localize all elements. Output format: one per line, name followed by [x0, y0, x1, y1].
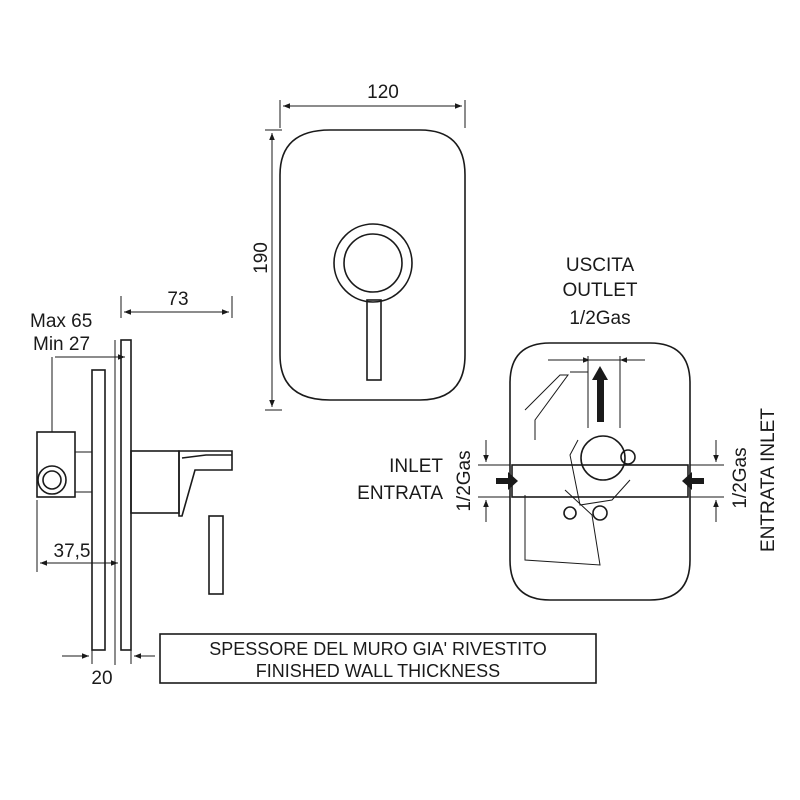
inlet-right-arrow-shaft: [690, 478, 704, 484]
handle-lever: [366, 299, 382, 381]
outlet-flow-arrow-shaft: [597, 378, 604, 422]
body-label: 37,5: [54, 541, 91, 562]
handle-ring-inner: [343, 233, 403, 293]
valve-stem: [74, 451, 93, 493]
connection-body-outline: [509, 342, 691, 601]
mixer-screw-left: [563, 506, 577, 520]
inlet-pipe: [511, 464, 689, 498]
inlet-left-size-label: 1/2Gas: [454, 450, 475, 511]
wall-plate: [91, 369, 106, 651]
outlet-en-label: OUTLET: [563, 280, 638, 301]
outlet-it-label: USCITA: [566, 255, 635, 276]
mixer-housing: [569, 439, 631, 506]
wall-note: SPESSORE DEL MURO GIA' RIVESTITO FINISHE…: [159, 633, 597, 684]
cover-plate: [120, 339, 132, 651]
front-view: 120 190: [251, 82, 466, 411]
cartridge-upper: [524, 374, 569, 440]
inlet-left-arrow-head: [508, 472, 518, 490]
handle-edge: [181, 454, 232, 459]
side-lever: [208, 515, 224, 595]
inlet-left-en-label: INLET: [389, 456, 443, 477]
side-view: 73 Max 65 Min 27 37,5 20: [30, 289, 233, 689]
handle-taper: [178, 450, 233, 517]
depth-label: 73: [167, 289, 188, 310]
handle-body: [130, 450, 180, 514]
outlet-size-label: 1/2Gas: [569, 308, 630, 329]
cartridge-lower: [524, 489, 601, 566]
min-label: Min 27: [33, 334, 90, 355]
valve-port-inner: [42, 470, 62, 490]
mixer-bolt: [620, 449, 636, 465]
mixer-screw-right: [592, 505, 608, 521]
outlet-flow-arrow-head: [592, 366, 608, 380]
wall-note-box: [159, 633, 597, 684]
connections-view: USCITA OUTLET 1/2Gas 1: [357, 255, 779, 601]
plate-label: 20: [91, 668, 112, 689]
handle-ring-outer: [333, 223, 413, 303]
inlet-left-arrow-shaft: [496, 478, 510, 484]
front-plate-outline: [279, 129, 466, 401]
valve-port: [37, 465, 67, 495]
wall-note-line1: SPESSORE DEL MURO GIA' RIVESTITO: [209, 639, 547, 659]
inlet-right-arrow-head: [682, 472, 692, 490]
wall-note-line2: FINISHED WALL THICKNESS: [256, 661, 500, 681]
inlet-right-size-label: 1/2Gas: [730, 447, 751, 508]
inlet-right-label: ENTRATA INLET: [758, 408, 779, 552]
width-label: 120: [367, 82, 399, 103]
height-label: 190: [251, 242, 272, 274]
mixer-core: [580, 435, 626, 481]
inlet-left-it-label: ENTRATA: [357, 483, 443, 504]
max-label: Max 65: [30, 311, 92, 332]
